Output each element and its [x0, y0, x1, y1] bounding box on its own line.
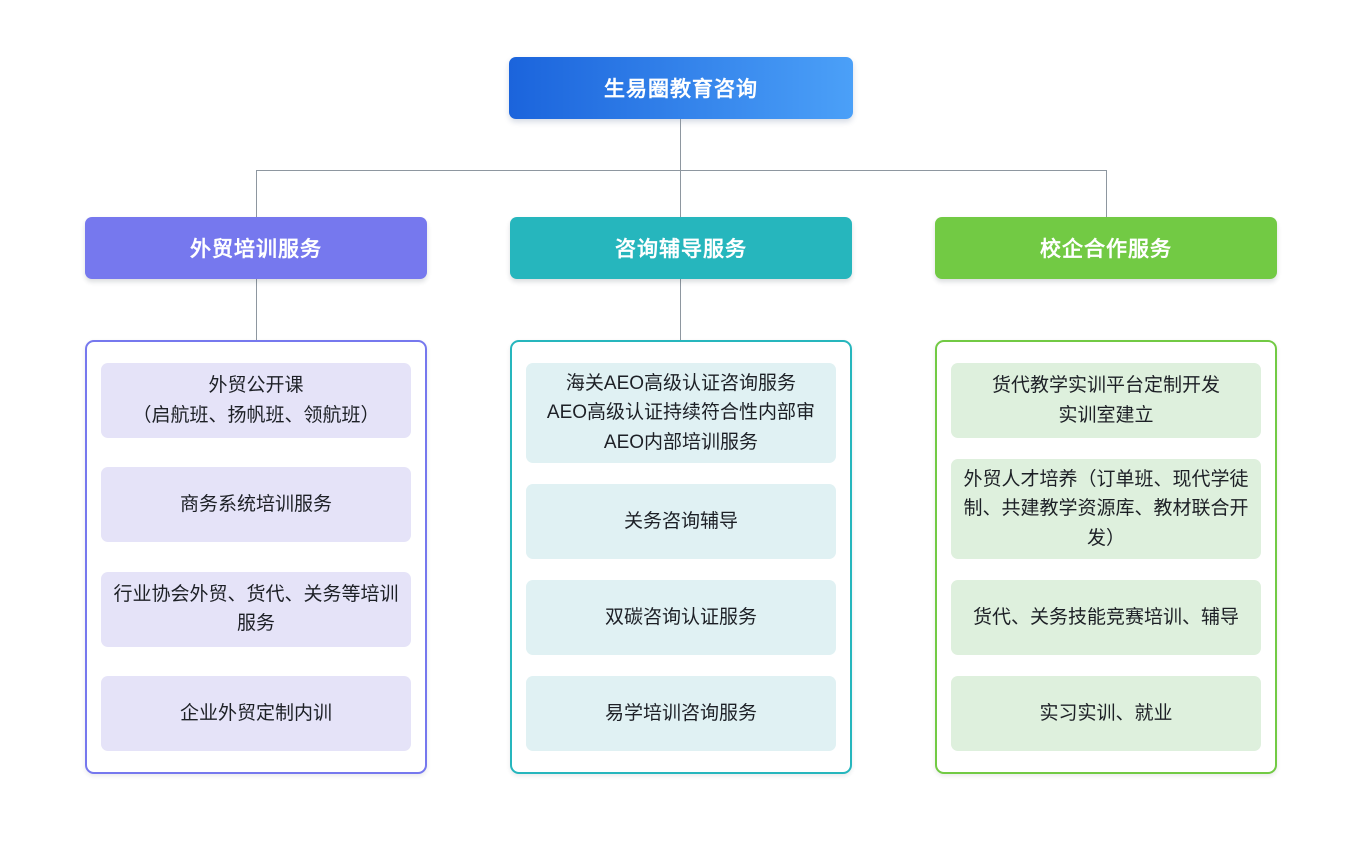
leaf-node[interactable]: 关务咨询辅导	[526, 484, 836, 560]
branch-header-label: 校企合作服务	[1040, 238, 1172, 261]
branch-header-consulting[interactable]: 咨询辅导服务	[510, 217, 852, 279]
branch-header-trade-training[interactable]: 外贸培训服务	[85, 217, 427, 279]
leaf-node[interactable]: 海关AEO高级认证咨询服务 AEO高级认证持续符合性内部审 AEO内部培训服务	[526, 363, 836, 464]
connector-drop-branch-3	[1106, 170, 1107, 217]
root-node[interactable]: 生易圈教育咨询	[509, 57, 853, 119]
branch-header-label: 外贸培训服务	[190, 238, 322, 261]
leaf-node[interactable]: 货代、关务技能竞赛培训、辅导	[951, 580, 1261, 656]
leaf-node[interactable]: 双碳咨询认证服务	[526, 580, 836, 656]
connector-horizontal	[256, 170, 1107, 171]
branch-header-label: 咨询辅导服务	[615, 238, 747, 261]
leaf-node[interactable]: 行业协会外贸、货代、关务等培训服务	[101, 571, 411, 647]
branch-group-school-enterprise: 货代教学实训平台定制开发 实训室建立 外贸人才培养（订单班、现代学徒制、共建教学…	[935, 340, 1277, 774]
branch-group-trade-training: 外贸公开课 （启航班、扬帆班、领航班） 商务系统培训服务 行业协会外贸、货代、关…	[85, 340, 427, 774]
leaf-node[interactable]: 易学培训咨询服务	[526, 675, 836, 751]
connector-root-vertical	[680, 119, 681, 170]
leaf-node[interactable]: 外贸人才培养（订单班、现代学徒制、共建教学资源库、教材联合开发）	[951, 458, 1261, 560]
root-node-label: 生易圈教育咨询	[604, 78, 758, 101]
connector-branch-1-to-children	[256, 279, 257, 340]
leaf-node[interactable]: 实习实训、就业	[951, 675, 1261, 751]
leaf-node[interactable]: 商务系统培训服务	[101, 467, 411, 543]
leaf-node[interactable]: 外贸公开课 （启航班、扬帆班、领航班）	[101, 363, 411, 438]
connector-drop-branch-2	[680, 170, 681, 217]
branch-group-consulting: 海关AEO高级认证咨询服务 AEO高级认证持续符合性内部审 AEO内部培训服务 …	[510, 340, 852, 774]
branch-header-school-enterprise[interactable]: 校企合作服务	[935, 217, 1277, 279]
leaf-node[interactable]: 货代教学实训平台定制开发 实训室建立	[951, 363, 1261, 438]
connector-branch-2-to-children	[680, 279, 681, 340]
leaf-node[interactable]: 企业外贸定制内训	[101, 675, 411, 751]
connector-drop-branch-1	[256, 170, 257, 217]
